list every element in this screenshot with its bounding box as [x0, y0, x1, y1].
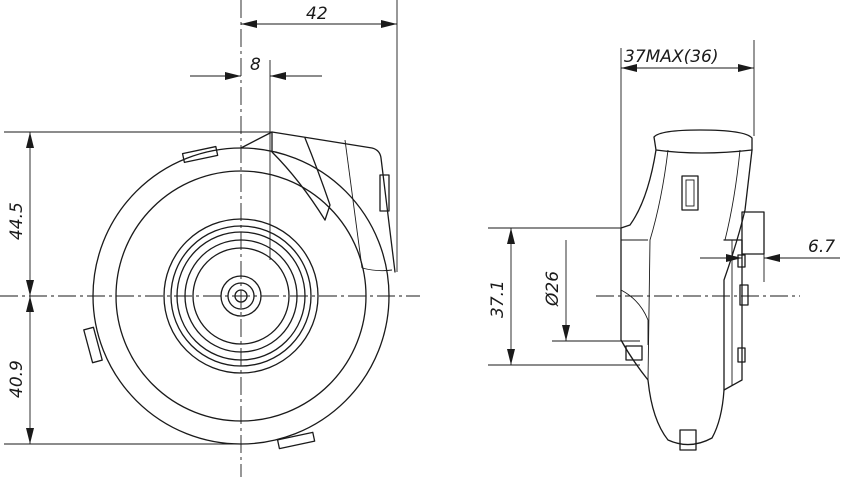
impeller-ring-4	[192, 247, 290, 345]
terminal-1	[739, 284, 749, 306]
dim-37-arrow-right	[738, 64, 754, 72]
side-face-curve	[620, 289, 649, 345]
motor-cap	[741, 211, 765, 255]
side-body-outline	[620, 149, 753, 446]
side-clip-top	[681, 175, 699, 211]
dim-42-arrow-left	[241, 20, 257, 28]
side-clip-top-inner	[685, 179, 695, 207]
side-clip-bottom	[679, 429, 697, 451]
dim-8-arrow-left	[225, 72, 241, 80]
dim-44-5-label: 44.5	[7, 202, 27, 240]
dim-44-5-arrow-top	[26, 132, 34, 148]
impeller-ring-2	[176, 231, 306, 361]
impeller-outer	[163, 218, 319, 374]
side-clip-mid	[625, 345, 643, 361]
clip-top	[181, 145, 219, 164]
housing-inner-ring	[115, 170, 367, 422]
dim-26-arrow-bottom	[562, 325, 570, 341]
clip-right	[379, 174, 390, 212]
volute-base-line	[361, 267, 393, 272]
dim-40-9-arrow-bottom	[26, 428, 34, 444]
dim-40-9-label: 40.9	[7, 360, 27, 398]
volute-outlet	[240, 131, 396, 273]
dim-26-label: Ø26	[543, 271, 563, 307]
shaft	[234, 289, 248, 303]
dim-37-label: 37MAX(36)	[624, 47, 718, 67]
terminal-3	[737, 254, 746, 268]
dim-37-1-label: 37.1	[488, 280, 508, 318]
volute-inner-edge-2	[304, 137, 331, 221]
side-outlet-top	[653, 129, 753, 151]
dim-40-9-arrow-top	[26, 296, 34, 312]
dim-6-7-arrow-left	[726, 254, 742, 262]
dim-44-5-arrow-bottom	[26, 280, 34, 296]
motor-body	[723, 239, 743, 391]
side-outlet-bottom-edge	[653, 136, 753, 154]
hub-inner	[227, 282, 255, 310]
volute-side-line	[344, 139, 363, 269]
hub-outer	[220, 275, 262, 317]
dim-42-arrow-right	[381, 20, 397, 28]
clip-left	[83, 326, 103, 364]
side-view: 37MAX(36) 6.7 37.1 Ø26	[488, 40, 840, 451]
impeller-ring-3	[184, 239, 298, 353]
dim-37-arrow-left	[621, 64, 637, 72]
clip-bottom	[276, 431, 316, 450]
impeller-ring-1	[170, 225, 312, 367]
side-body-inner-2	[724, 149, 741, 241]
volute-inner-edge	[271, 131, 326, 221]
dim-6-7-label: 6.7	[808, 237, 835, 257]
dim-42-label: 42	[306, 4, 328, 24]
dim-37-1-arrow-bottom	[507, 349, 515, 365]
front-view: 42 8 44.5 40.9	[0, 0, 420, 477]
dim-6-7-arrow-right	[764, 254, 780, 262]
dim-8-arrow-right	[270, 72, 286, 80]
dim-37-1-arrow-top	[507, 228, 515, 244]
side-body-inner	[647, 149, 669, 381]
dim-8-label: 8	[250, 55, 261, 75]
terminal-2	[737, 347, 746, 363]
